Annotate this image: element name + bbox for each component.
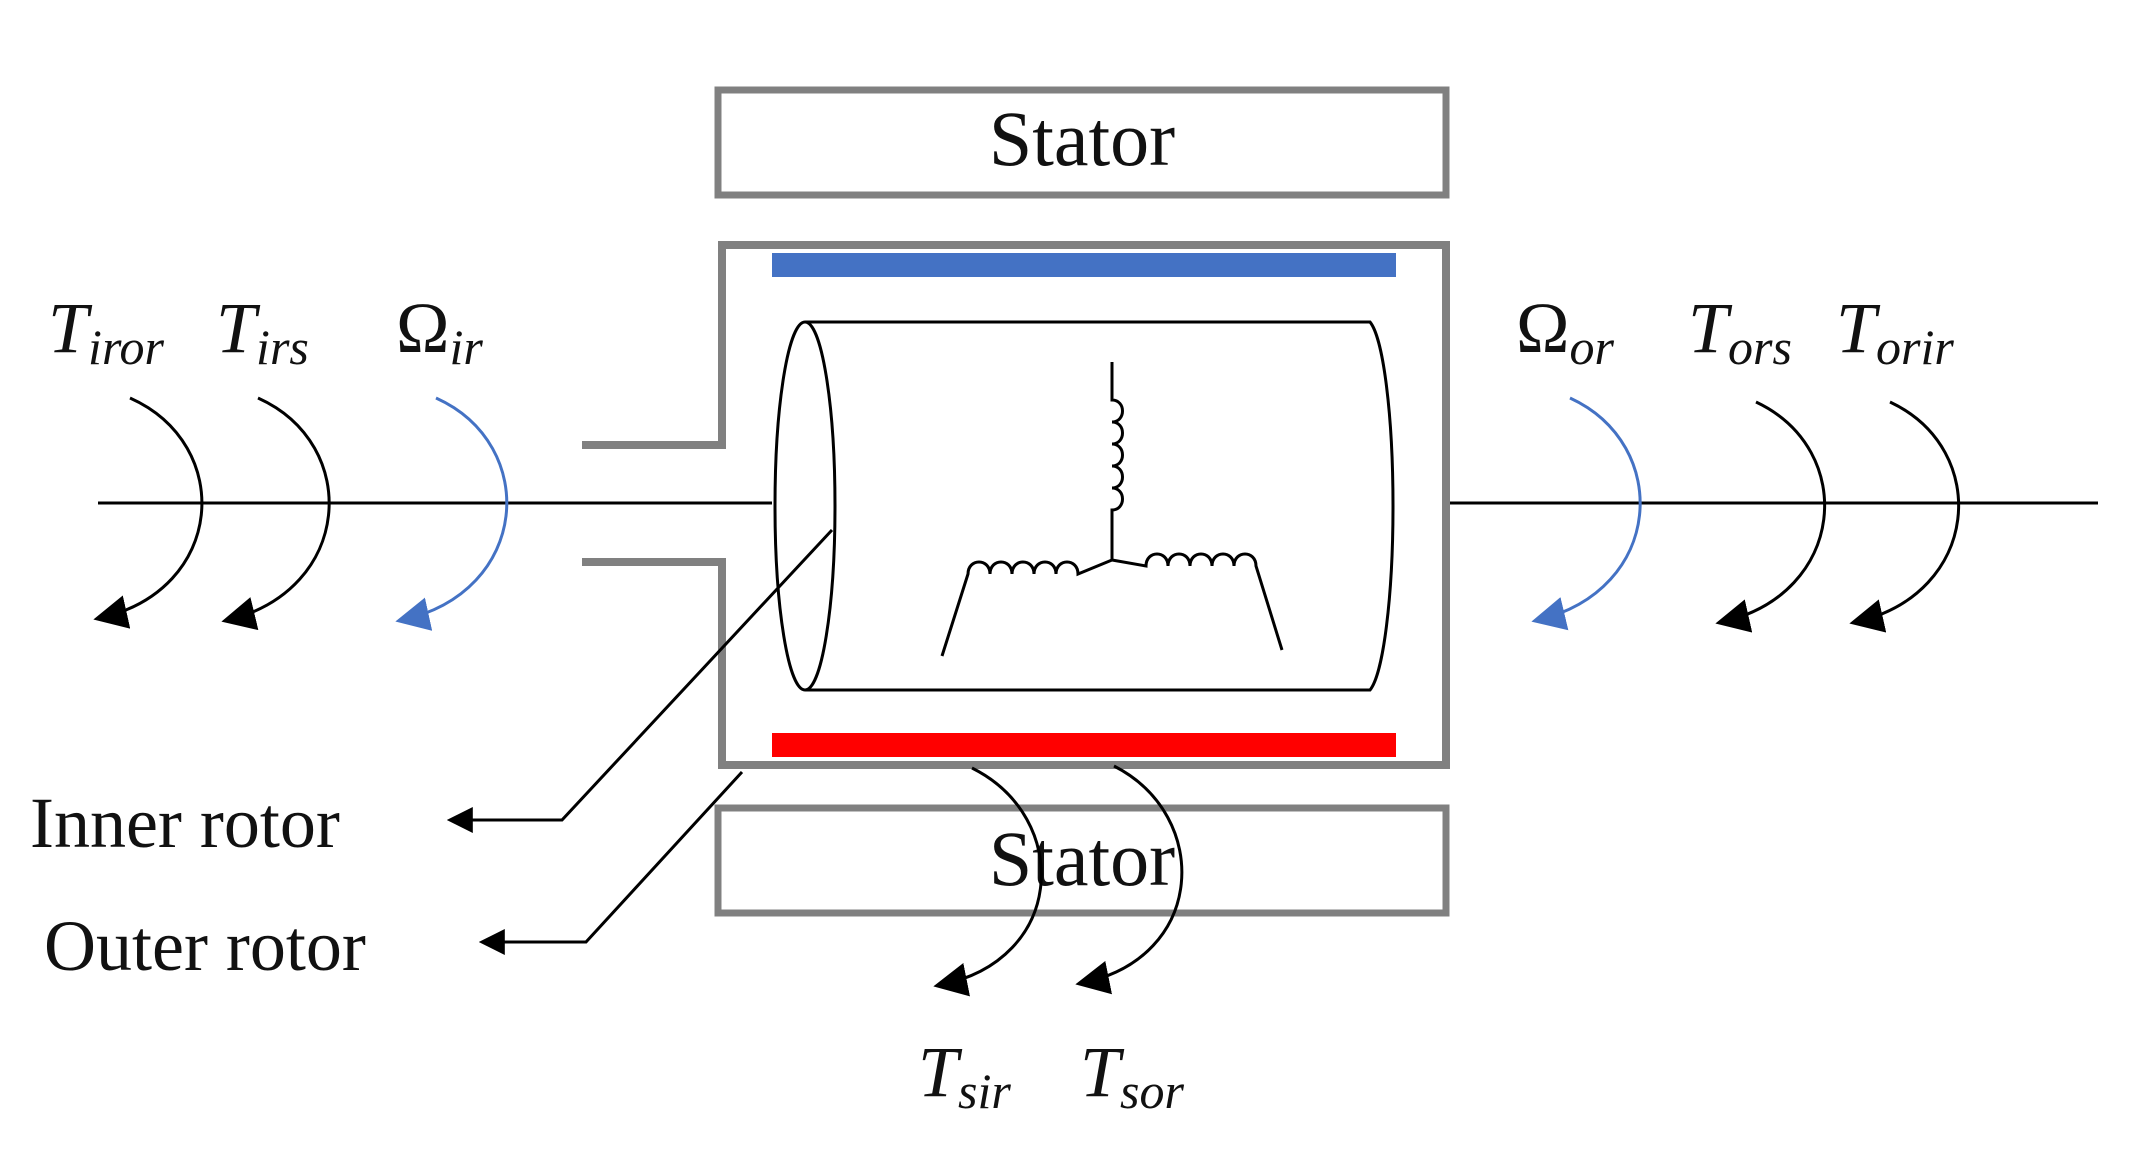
winding-symbol [940, 362, 1284, 657]
t-sor-arrow [1075, 764, 1184, 995]
magnet-bottom [772, 733, 1396, 757]
t-irs-arrow [221, 396, 331, 631]
stator-bottom-box [714, 804, 1450, 917]
label-t-sir: Tsir [918, 1032, 1011, 1119]
t-ors-arrow [1715, 400, 1827, 633]
outer-rotor-label: Outer rotor [44, 906, 366, 986]
inner-rotor-end-face [773, 320, 837, 692]
inner-rotor-label: Inner rotor [30, 783, 340, 863]
stator-bottom-label: Stator [989, 815, 1175, 902]
inner-rotor-leader [446, 528, 834, 833]
outer-rotor-housing [582, 241, 1450, 769]
label-t-irs: Tirs [216, 288, 309, 375]
label-t-ors: Tors [1688, 288, 1792, 375]
stator-top-box [714, 86, 1450, 199]
t-orir-arrow [1849, 400, 1961, 633]
inner-rotor-cylinder [805, 320, 1395, 692]
label-t-sor: Tsor [1080, 1032, 1185, 1119]
omega-or-arrow [1531, 396, 1642, 631]
label-omega-ir: Ωir [396, 288, 483, 375]
stator-top-label: Stator [989, 95, 1175, 182]
outer-rotor-leader [478, 770, 744, 955]
t-iror-arrow [93, 396, 204, 629]
label-t-orir: Torir [1836, 288, 1954, 375]
label-t-iror: Tiror [48, 288, 165, 375]
t-sir-arrow [933, 766, 1043, 997]
label-omega-or: Ωor [1516, 288, 1615, 375]
magnet-top [772, 253, 1396, 277]
omega-ir-arrow [395, 396, 509, 631]
